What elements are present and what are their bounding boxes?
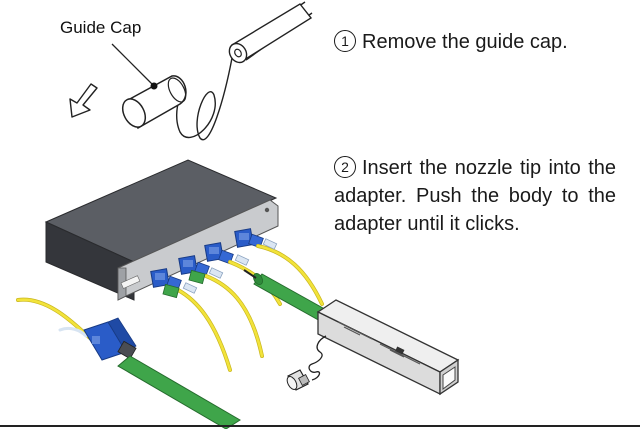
step-2-text: Insert the nozzle tip into the adapter. … bbox=[334, 157, 616, 235]
step-2-number: 2 bbox=[334, 156, 356, 178]
guide-cap-label: Guide Cap bbox=[60, 18, 141, 37]
yellow-fibers bbox=[16, 244, 324, 372]
cleaner-body-green-bottom bbox=[117, 355, 241, 429]
wavy-cable bbox=[176, 57, 233, 141]
adapter-insertion-illustration bbox=[16, 159, 460, 429]
tool-body-end bbox=[228, 3, 313, 64]
guide-cap-removal-illustration: Guide Cap bbox=[60, 1, 313, 141]
step-1-instruction: 1 Remove the guide cap. bbox=[334, 28, 624, 56]
guide-cap-leader-line bbox=[111, 43, 155, 87]
loose-adapter-assembly bbox=[83, 317, 137, 361]
adapter-1 bbox=[150, 268, 170, 288]
step-1-text: Remove the guide cap. bbox=[362, 31, 568, 53]
guide-cap-leader-dot bbox=[150, 82, 158, 90]
green-connectors-on-panel bbox=[162, 269, 206, 299]
coiled-cord bbox=[308, 335, 327, 381]
arrow-left-down-icon bbox=[69, 83, 98, 118]
guide-cap bbox=[121, 75, 187, 130]
step-1-number: 1 bbox=[334, 30, 356, 52]
adapter-2 bbox=[178, 255, 198, 275]
cleaner-tool-body bbox=[316, 299, 460, 396]
fiber-boots bbox=[182, 238, 278, 294]
detached-guide-cap bbox=[286, 369, 310, 391]
bottom-divider bbox=[0, 425, 640, 427]
